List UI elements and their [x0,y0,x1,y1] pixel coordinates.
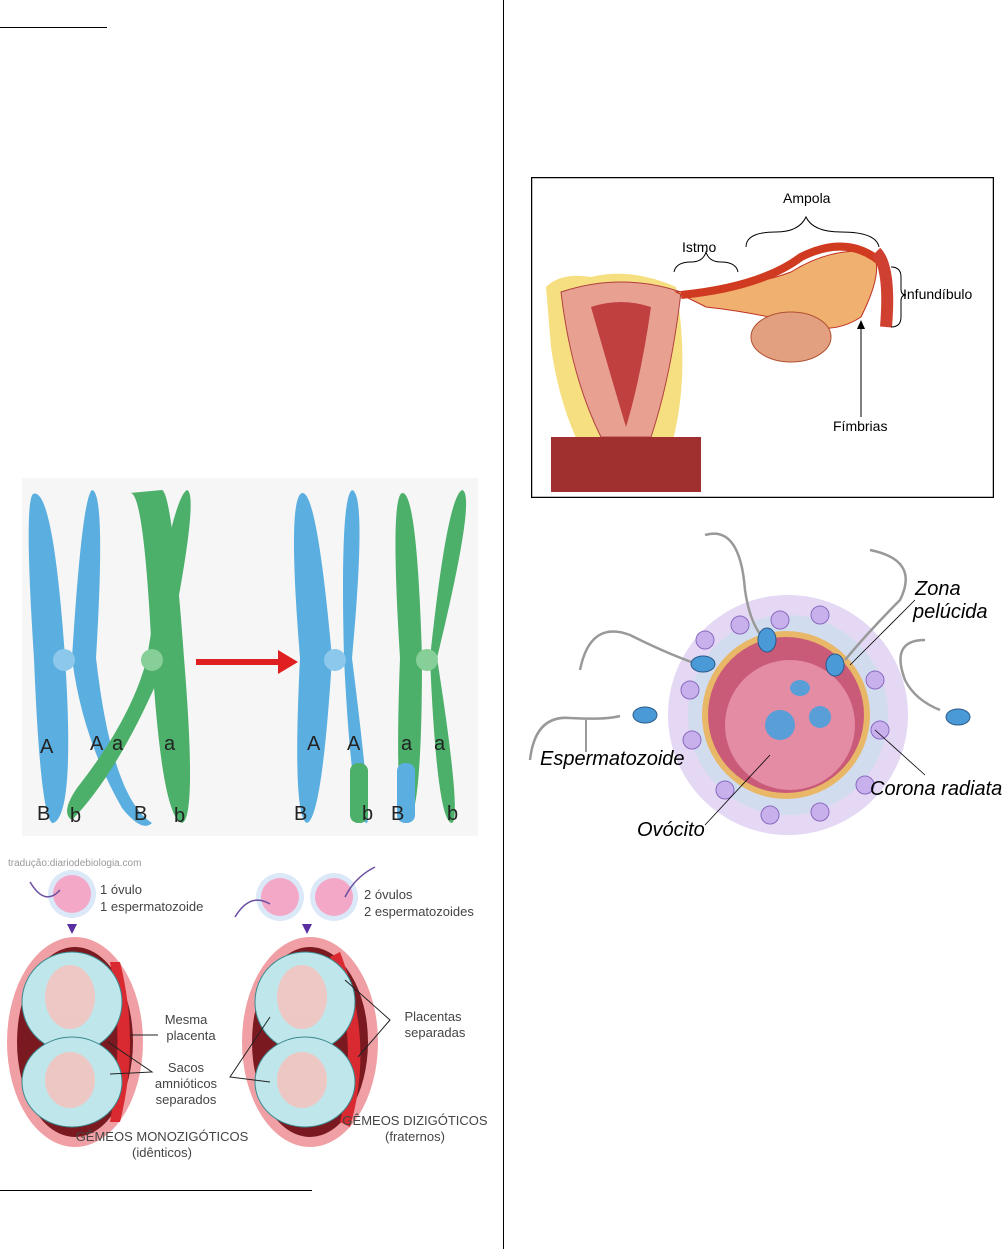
fimbrias-label: Fímbrias [833,418,887,434]
amniotic-sacs-label: Sacos [168,1060,205,1075]
separate-placentas-label: Placentas [404,1009,462,1024]
gene-label: A [90,733,104,755]
gene-label: a [434,733,446,755]
zona-pelucida-label: pelúcida [912,601,988,623]
amniotic-sacs-label: separados [156,1092,217,1107]
gene-label: b [70,805,81,827]
gene-label: A [347,733,361,755]
ovocito-label: Ovócito [637,819,705,840]
gene-label: A [307,733,321,755]
gene-label: a [164,733,176,755]
footnote-rule [0,1190,312,1191]
mono-title: GÊMEOS MONOZIGÓTICOS [76,1129,249,1144]
di-cells-label: 2 espermatozoides [364,904,474,919]
top-left-rule [0,27,107,28]
zona-pelucida-label: Zona [914,578,961,600]
gene-label: b [362,803,373,825]
same-placenta-label: Mesma [165,1012,208,1027]
mono-cells-label: 1 espermatozoide [100,899,203,914]
chromosome-crossing-over-figure: A A a a B b B b A A a a B b B b [22,478,478,836]
arrow-down-icon [302,924,312,934]
fertilization-figure: Zona pelúcida Espermatozoide Corona radi… [528,532,1002,840]
infundibulo-label: Infundíbulo [903,286,972,302]
espermatozoide-label: Espermatozoide [540,748,685,770]
same-placenta-label: placenta [166,1028,216,1043]
chromosome-green [67,490,191,820]
chromosome-blue [72,490,152,826]
twins-figure: tradução:diariodebiologia.com 1 óvulo 1 … [7,858,488,1160]
chromosome-blue [28,493,69,824]
mono-cells-label: 1 óvulo [100,882,142,897]
corona-radiata-label: Corona radiata [870,778,1002,800]
gene-label: B [134,803,147,825]
gene-label: a [401,733,413,755]
separate-placentas-label: separadas [405,1025,466,1040]
mono-subtitle: (idênticos) [132,1145,192,1160]
amniotic-sacs-label: amnióticos [155,1076,218,1091]
arrow-down-icon [67,924,77,934]
istmo-label: Istmo [682,239,716,255]
di-title: GÊMEOS DIZIGÓTICOS [342,1113,488,1128]
image-credit: tradução:diariodebiologia.com [8,858,141,869]
gene-label: A [40,736,54,758]
column-divider [503,0,504,1249]
di-cells-label: 2 óvulos [364,887,413,902]
di-subtitle: (fraternos) [385,1129,445,1144]
gene-label: b [447,803,458,825]
uterus-tube-figure: Ampola Istmo Infundíbulo Fímbrias [531,177,994,498]
gene-label: b [174,805,185,827]
gene-label: B [37,803,50,825]
gene-label: a [112,733,124,755]
gene-label: B [294,803,307,825]
arrow-right-icon [278,650,298,674]
gene-label: B [391,803,404,825]
ampola-label: Ampola [783,190,831,206]
